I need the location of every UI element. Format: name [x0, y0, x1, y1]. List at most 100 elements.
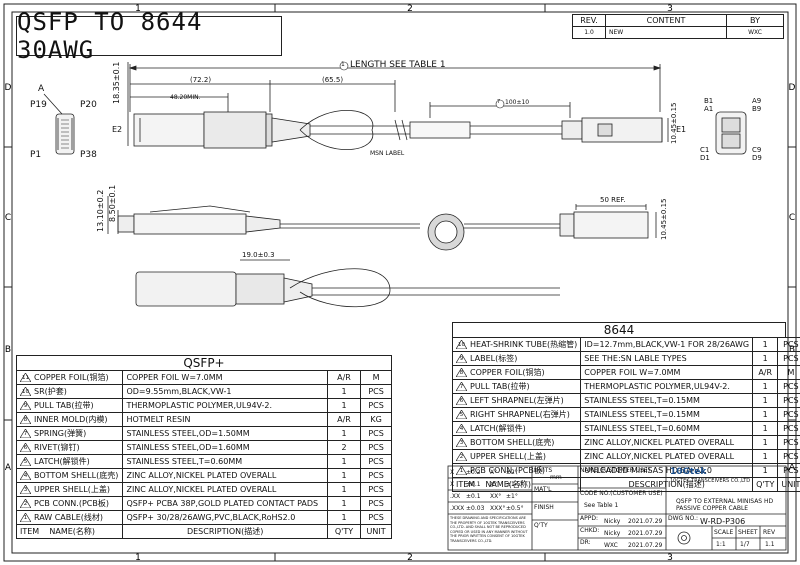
name-header: NAME(名称): [485, 480, 532, 489]
part-unit: PCS: [360, 384, 392, 399]
item-number-badge: 10: [20, 387, 31, 396]
dr-label: DR:: [580, 539, 591, 546]
msn-label: MSN LABEL: [370, 150, 405, 157]
item-number-badge: 3: [20, 485, 31, 494]
part-name: COPPER FOIL(铜箔): [34, 373, 109, 382]
part-name: PCB CONN.(PCB板): [470, 466, 545, 475]
tolerance-cell: ±0.03: [466, 505, 485, 512]
item-number-badge: 7: [20, 429, 31, 438]
length-bubble: 1: [341, 61, 345, 68]
col-label: 3: [667, 553, 673, 563]
part-qty: A/R: [326, 412, 362, 427]
part-name: LABEL(标签): [470, 354, 518, 363]
tolerance-cell: XX°: [490, 493, 502, 500]
dr-date: 2021.07.29: [628, 542, 663, 549]
col-label: 3: [667, 4, 673, 14]
part-name: PULL TAB(拉带): [470, 382, 530, 391]
col-label: 2: [407, 553, 413, 563]
pin-c9: C9: [752, 146, 762, 154]
item-number-badge: 9: [456, 354, 467, 363]
revision-table: REV. CONTENT BY 1.0 NEW WXC: [572, 14, 784, 39]
item-number-badge: 6: [20, 443, 31, 452]
chkd-label: CHKD:: [580, 527, 600, 534]
disclaimer: THESE DRAWING AND SPECIFICATIONS ARE THE…: [450, 516, 528, 543]
part-name: LEFT SHRAPNEL(左弹片): [470, 396, 564, 405]
part-name: LATCH(解锁件): [34, 457, 90, 466]
pin-d1: D1: [700, 154, 710, 162]
chkd-date: 2021.07.29: [628, 530, 663, 537]
item-number-badge: 8: [456, 368, 467, 377]
tolerance-cell: ±0.5°: [506, 505, 524, 512]
part-name: RIVET(铆钉): [34, 443, 80, 452]
part-unit: PCS: [360, 482, 392, 497]
sheet-value: 1/7: [740, 541, 750, 548]
part-name: SR(护套): [34, 387, 67, 396]
pin-b9: B9: [752, 105, 762, 113]
units-label: UNITS: [534, 467, 553, 474]
tolerance-cell: ±0.1: [466, 493, 481, 500]
item-number-badge: 9: [20, 401, 31, 410]
part-qty: 1: [752, 379, 779, 394]
item-number-badge: 7: [456, 382, 467, 391]
row-label: D: [789, 83, 796, 93]
row-label: A: [5, 463, 12, 473]
item-header: ITEM: [456, 480, 476, 489]
pin-a1: A1: [704, 105, 714, 113]
dwg-number: W-RD-P306: [700, 517, 746, 526]
qty-label: Q'TY: [534, 522, 548, 529]
pin-a9: A9: [752, 97, 762, 105]
part-qty: 1: [326, 496, 362, 511]
item-number-badge: 5: [20, 457, 31, 466]
part-name: COPPER FOIL(铜箔): [470, 368, 545, 377]
tolerance-cell: ±1°: [506, 493, 518, 500]
item-number-badge: 8: [20, 415, 31, 424]
part-unit: PCS: [360, 398, 392, 413]
scale-label: SCALE: [714, 529, 734, 536]
part-title-2: PASSIVE COPPER CABLE: [676, 505, 749, 512]
tolerance-cell: .XXX: [450, 505, 465, 512]
length-dim: LENGTH SEE TABLE 1: [350, 60, 446, 70]
units-value: mm: [550, 474, 562, 481]
tolerance-cell: .XX: [450, 493, 461, 500]
part-qty: 1: [326, 398, 362, 413]
tolerance-cell: X°: [490, 469, 498, 476]
sheet-label: SHEET: [738, 529, 758, 536]
code-customer-value: See Table 1: [584, 502, 619, 509]
e1-label: E1: [676, 125, 687, 134]
outer-frame: [3, 3, 797, 562]
part-name: RIGHT SHRAPNEL(右弹片): [470, 410, 570, 419]
matl-label: MAT'L: [534, 486, 552, 493]
by-value: WXC: [726, 26, 784, 39]
pin-p19: P19: [30, 100, 47, 110]
part-name: LATCH(解锁件): [470, 424, 526, 433]
part-name: PCB CONN.(PCB板): [34, 499, 109, 508]
row-label: B: [5, 345, 11, 355]
appd-date: 2021.07.29: [628, 518, 663, 525]
dim-72: (72.2): [190, 76, 212, 84]
item-number-badge: 2: [20, 499, 31, 508]
part-name: HEAT-SHRINK TUBE(热缩管): [470, 340, 578, 349]
dim-65: (65.5): [322, 76, 344, 84]
item-number-badge: 2: [456, 452, 467, 461]
part-qty: 1: [752, 337, 779, 352]
appd-name: Nicky: [604, 518, 621, 525]
item-number-badge: 10: [456, 340, 467, 349]
item-callouts: [339, 61, 505, 109]
e2-label: E2: [112, 125, 123, 134]
qsfp-end-face: [43, 93, 75, 155]
tolerance-cell: ±0.1: [466, 481, 481, 488]
item-number-badge: 5: [456, 410, 467, 419]
tolerance-cell: ±0.2: [466, 469, 481, 476]
tolerance-row: .XX ±0.1 XX° ±1°: [450, 491, 532, 503]
part-qty: 1: [326, 482, 362, 497]
appd-label: APPD:: [580, 515, 598, 522]
